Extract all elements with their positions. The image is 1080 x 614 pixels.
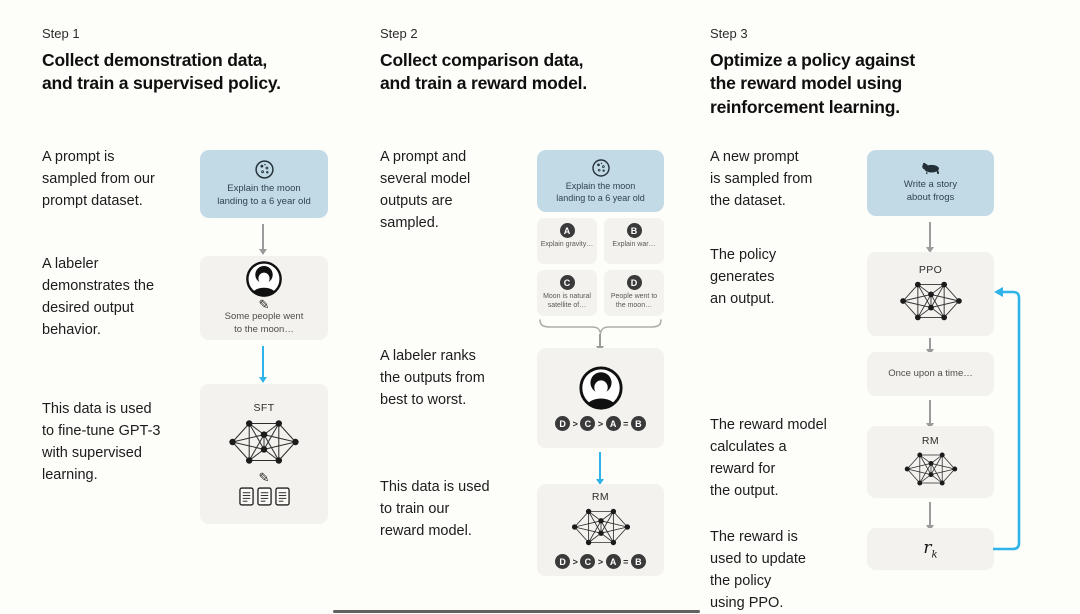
step3-output-box: Once upon a time… xyxy=(867,352,994,396)
step1-title: Collect demonstration data, and train a … xyxy=(42,50,281,94)
rank-separator: = xyxy=(623,418,629,429)
pencil-icon: ✎ xyxy=(258,470,270,485)
step1-sft-box: SFT ✎ xyxy=(200,384,328,524)
step3-output-text: Once upon a time… xyxy=(888,367,973,379)
step2-label: Step 2 xyxy=(380,26,418,41)
curly-brace-icon xyxy=(539,319,662,335)
step3-title: Optimize a policy against the reward mod… xyxy=(710,50,916,117)
document-icon xyxy=(239,487,254,506)
step3-label: Step 3 xyxy=(710,26,748,41)
step1-caption-finetune: This data is used to fine-tune GPT-3 wit… xyxy=(42,401,161,484)
step1-labeler-box: ✎ Some people went to the moon… xyxy=(200,256,328,340)
rank-separator: = xyxy=(623,556,629,567)
output-cell-c: C Moon is natural satellite of… xyxy=(537,270,597,316)
step1-caption-prompt: A prompt is sampled from our prompt data… xyxy=(42,149,155,210)
rank-badge: C xyxy=(580,554,596,569)
step3-reward-box: rk xyxy=(867,528,994,570)
rank-badge: D xyxy=(555,416,571,431)
video-progress-bar xyxy=(333,610,700,613)
step3-caption-reward: The reward model calculates a reward for… xyxy=(710,417,827,500)
step3-ppo-box: PPO xyxy=(867,252,994,336)
step3-caption-ppo-update: The reward is used to update the policy … xyxy=(710,529,806,612)
rm-network-icon xyxy=(903,449,959,489)
reward-feedback-loop-arrow xyxy=(993,287,1021,551)
output-badge-d: D xyxy=(626,275,642,290)
step3-caption-policy: The policy generates an output. xyxy=(710,247,777,308)
frog-icon xyxy=(920,161,942,175)
step1-arrow-labeler-to-sft xyxy=(258,346,267,383)
step1-caption-labeler: A labeler demonstrates the desired outpu… xyxy=(42,256,155,339)
output-cell-a: A Explain gravity… xyxy=(537,218,597,264)
ranking-row: D > C > A = B xyxy=(555,416,646,431)
step2-title: Collect comparison data, and train a rew… xyxy=(380,50,587,94)
step1-demo-text: Some people went to the moon… xyxy=(224,310,304,335)
step1-label: Step 1 xyxy=(42,26,80,41)
rank-badge: B xyxy=(630,554,646,569)
rank-separator: > xyxy=(597,556,604,567)
rank-badge: A xyxy=(605,554,621,569)
step1-prompt-text: Explain the moon landing to a 6 year old xyxy=(217,183,311,207)
output-text-d: People went to the moon… xyxy=(610,293,658,310)
step2-caption-train-rm: This data is used to train our reward mo… xyxy=(380,479,490,540)
step3-arrow-prompt-to-ppo xyxy=(925,222,934,253)
step3-arrow-ppo-to-output xyxy=(925,338,934,355)
rank-separator: > xyxy=(572,418,578,429)
output-badge-a: A xyxy=(559,223,575,238)
rm-label: RM xyxy=(921,435,940,447)
step1-prompt-box: Explain the moon landing to a 6 year old xyxy=(200,150,328,218)
rm-label: RM xyxy=(591,491,610,503)
ppo-label: PPO xyxy=(918,264,943,276)
step2-arrow-outputs-to-labeler xyxy=(595,334,604,352)
step2-prompt-box: Explain the moon landing to a 6 year old xyxy=(537,150,664,212)
output-text-c: Moon is natural satellite of… xyxy=(543,293,591,310)
rank-badge: B xyxy=(630,416,646,431)
step3-arrow-output-to-rm xyxy=(925,400,934,429)
step2-ranking-box: D > C > A = B xyxy=(537,348,664,448)
step3-prompt-text: Write a story about frogs xyxy=(903,179,958,203)
document-icon xyxy=(275,487,290,506)
ranking-row: D > C > A = B xyxy=(555,554,646,569)
rank-badge: D xyxy=(555,554,571,569)
output-text-a: Explain gravity… xyxy=(540,241,594,248)
output-text-b: Explain war… xyxy=(612,241,656,248)
step3-prompt-box: Write a story about frogs xyxy=(867,150,994,216)
output-badge-c: C xyxy=(559,275,575,290)
step2-caption-sampled: A prompt and several model outputs are s… xyxy=(380,149,471,232)
rm-network-icon xyxy=(570,505,632,549)
sft-label: SFT xyxy=(253,402,275,414)
step2-caption-ranks: A labeler ranks the outputs from best to… xyxy=(380,348,485,409)
step2-rm-box: RM D > C > A = B xyxy=(537,484,664,576)
output-cell-b: B Explain war… xyxy=(604,218,664,264)
step3-arrow-rm-to-reward xyxy=(925,502,934,531)
step3-rm-box: RM xyxy=(867,426,994,498)
rank-separator: > xyxy=(597,418,604,429)
step2-prompt-text: Explain the moon landing to a 6 year old xyxy=(556,180,645,203)
output-cell-d: D People went to the moon… xyxy=(604,270,664,316)
reward-value: rk xyxy=(923,537,938,561)
rank-badge: C xyxy=(580,416,596,431)
step1-arrow-prompt-to-labeler xyxy=(258,224,267,255)
pencil-icon: ✎ xyxy=(258,296,270,312)
rank-badge: A xyxy=(605,416,621,431)
documents-icon xyxy=(239,487,290,506)
step2-arrow-ranking-to-rm xyxy=(595,452,604,485)
labeler-avatar-icon xyxy=(245,260,283,298)
output-badge-b: B xyxy=(626,223,642,238)
moon-icon xyxy=(591,158,611,178)
document-icon xyxy=(257,487,272,506)
rank-separator: > xyxy=(572,556,578,567)
moon-icon xyxy=(254,159,275,180)
sft-network-icon xyxy=(227,416,301,468)
ppo-network-icon xyxy=(898,278,964,324)
labeler-avatar-icon xyxy=(578,365,624,411)
step3-caption-prompt: A new prompt is sampled from the dataset… xyxy=(710,149,813,210)
